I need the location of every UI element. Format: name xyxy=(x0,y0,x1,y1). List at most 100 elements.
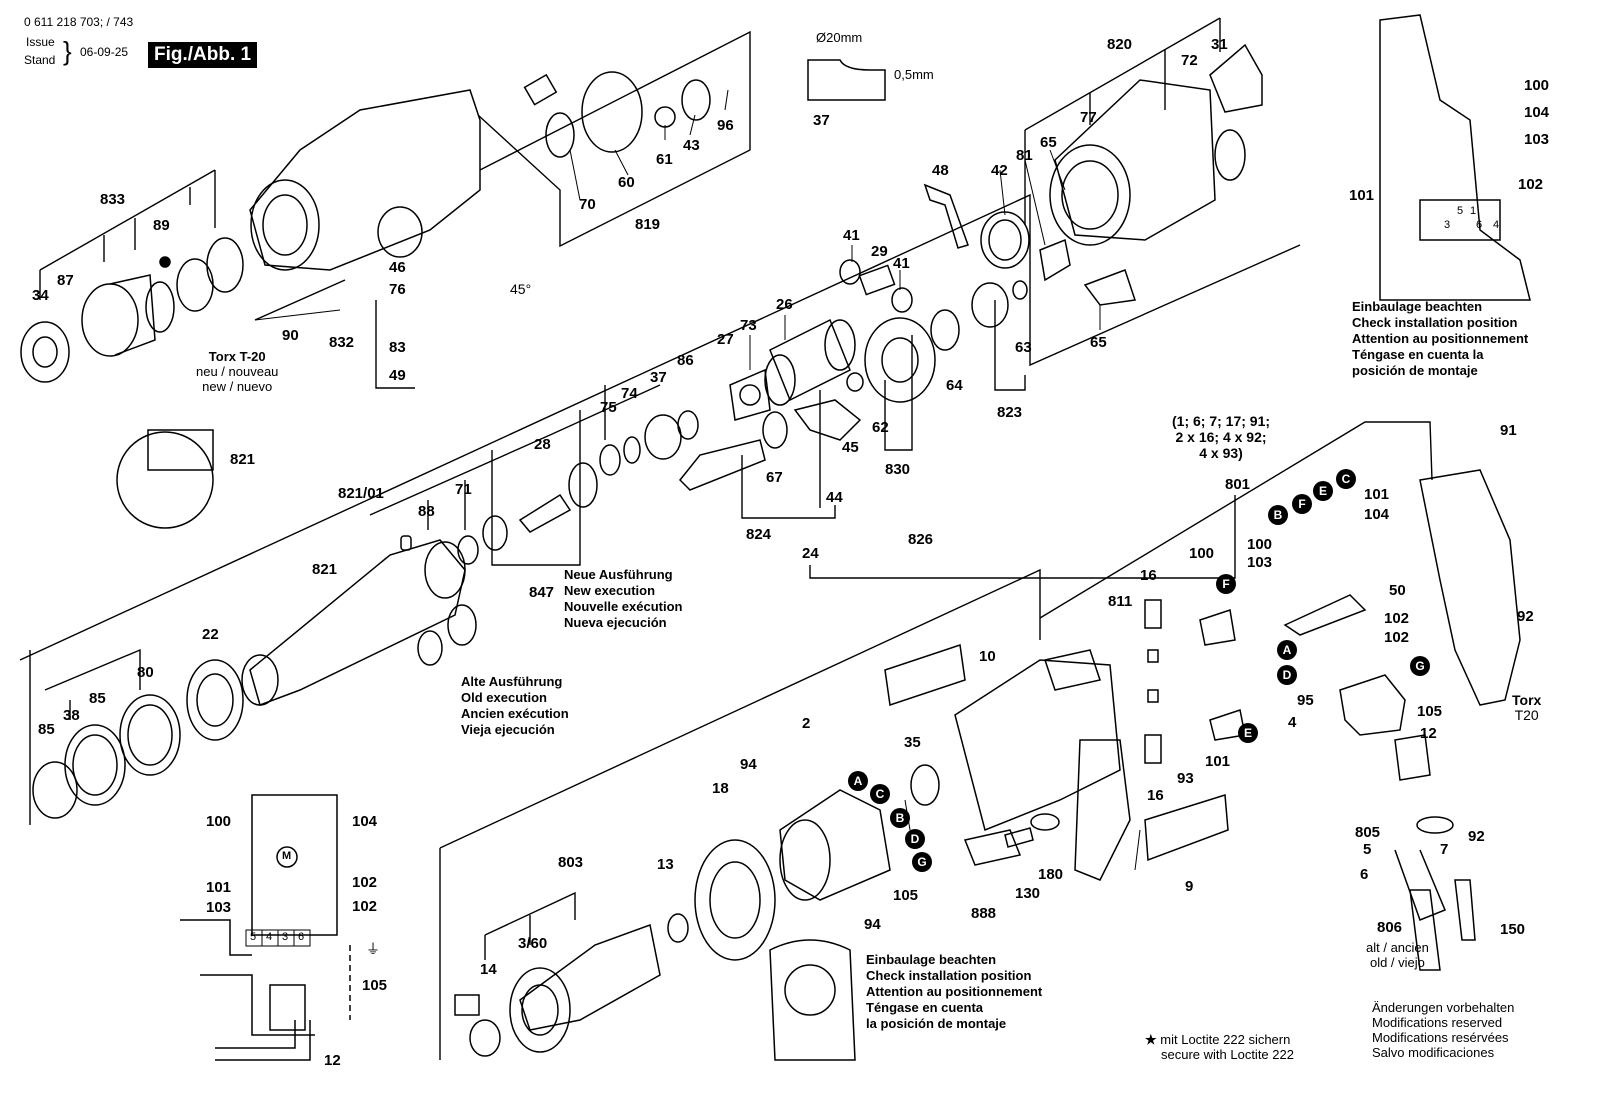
part-label-p94b: 94 xyxy=(864,916,881,933)
part-label-p27: 27 xyxy=(717,331,734,348)
part-label-p130: 130 xyxy=(1015,885,1041,902)
part-label-p96: 96 xyxy=(717,117,734,134)
dimension-diameter: Ø20mm xyxy=(816,30,863,45)
part-label-p104c: 104 xyxy=(352,813,378,830)
part-label-p833: 833 xyxy=(100,191,126,208)
part-label-p105c: 105 xyxy=(362,977,388,994)
terminal-label: 4 xyxy=(266,931,273,943)
part-label-p74: 74 xyxy=(621,385,638,402)
part-label-p826: 826 xyxy=(908,531,934,548)
note-line: Nouvelle exécution xyxy=(564,599,683,614)
inset-terminal: 6 xyxy=(1476,219,1483,231)
stand-label: Stand xyxy=(24,53,56,67)
dimension-part: 37 xyxy=(813,112,830,129)
note-line: old / viejo xyxy=(1369,955,1425,970)
figure-title: Fig./Abb. 1 xyxy=(148,42,258,68)
part-label-p805: 805 xyxy=(1355,824,1381,841)
torx-right-note: Torx T20 xyxy=(1512,693,1541,723)
part-label-p26: 26 xyxy=(776,296,793,313)
part-label-p103d: 103 xyxy=(1524,131,1550,148)
torx-note-line: neu / nouveau xyxy=(196,364,279,379)
note-line: la posición de montaje xyxy=(866,1016,1007,1031)
part-label-p46: 46 xyxy=(389,259,406,276)
part-label-p94a: 94 xyxy=(740,756,757,773)
part-label-p101b: 101 xyxy=(1205,753,1231,770)
part-label-p100c: 100 xyxy=(206,813,232,830)
loctite-note: ★ mit Loctite 222 sichern secure with Lo… xyxy=(1145,1032,1294,1062)
part-label-p50: 50 xyxy=(1389,582,1406,599)
part-label-p18: 18 xyxy=(712,780,729,797)
issue-label: Issue xyxy=(26,35,55,49)
wire-marker-mD2: D xyxy=(905,829,925,849)
part-label-p85b: 85 xyxy=(89,690,106,707)
torx-note: Torx T-20 neu / nouveau new / nuevo xyxy=(196,349,278,394)
inset-terminal: 5 xyxy=(1457,205,1464,217)
part-label-p90: 90 xyxy=(282,327,299,344)
wire-marker-mF1: F xyxy=(1292,494,1312,514)
part-label-p34: 34 xyxy=(32,287,49,304)
note-line: New execution xyxy=(564,583,656,598)
part-label-p150: 150 xyxy=(1500,921,1526,938)
part-label-p37b: 37 xyxy=(650,369,667,386)
old-execution-note: Alte Ausführung Old execution Ancien exé… xyxy=(461,674,569,738)
part-label-p83: 83 xyxy=(389,339,406,356)
part-label-p35: 35 xyxy=(904,734,921,751)
part-label-p80: 80 xyxy=(137,664,154,681)
part-label-p102d: 102 xyxy=(352,898,378,915)
part-label-p48: 48 xyxy=(932,162,949,179)
note-line: 4 x 93) xyxy=(1199,445,1243,461)
note-line: Einbaulage beachten xyxy=(866,952,997,967)
note-line: Check installation position xyxy=(1352,315,1518,330)
star-icon: ★ xyxy=(1145,1032,1161,1047)
part-label-p104a: 104 xyxy=(1364,506,1390,523)
part-label-p803: 803 xyxy=(558,854,584,871)
part-label-p103c: 103 xyxy=(206,899,232,916)
part-label-p89: 89 xyxy=(153,217,170,234)
wire-marker-mE1: E xyxy=(1313,481,1333,501)
note-line: secure with Loctite 222 xyxy=(1161,1047,1294,1062)
part-label-p92a: 92 xyxy=(1517,608,1534,625)
issue-date: 06-09-25 xyxy=(80,45,129,59)
part-label-p92b: 92 xyxy=(1468,828,1485,845)
part-label-p819: 819 xyxy=(635,216,661,233)
note-line: Old execution xyxy=(461,690,547,705)
part-label-p71: 71 xyxy=(455,481,472,498)
ground-icon: ⏚ xyxy=(366,941,380,957)
part-label-p87: 87 xyxy=(57,272,74,289)
torx-note-line: new / nuevo xyxy=(202,379,273,394)
part-label-p28: 28 xyxy=(534,436,551,453)
part-label-p102e: 102 xyxy=(1518,176,1544,193)
part-label-p45: 45 xyxy=(842,439,859,456)
note-line: Nueva ejecución xyxy=(564,615,667,630)
part-label-p22: 22 xyxy=(202,626,219,643)
part-label-p42: 42 xyxy=(991,162,1008,179)
part-label-p91: 91 xyxy=(1500,422,1517,439)
part-label-p14: 14 xyxy=(480,961,497,978)
inset-terminal: 3 xyxy=(1444,219,1451,231)
part-label-p105a: 105 xyxy=(1417,703,1443,720)
note-line: Attention au positionnement xyxy=(866,984,1043,999)
inset-terminal: 4 xyxy=(1493,219,1500,231)
part-label-p10: 10 xyxy=(979,648,996,665)
modifications-note: Änderungen vorbehalten Modifications res… xyxy=(1372,1000,1514,1060)
part-label-p13: 13 xyxy=(657,856,674,873)
part-label-p67: 67 xyxy=(766,469,783,486)
wire-marker-mA1: A xyxy=(1277,640,1297,660)
note-line: (1; 6; 7; 17; 91; xyxy=(1172,413,1271,429)
note-line: 2 x 16; 4 x 92; xyxy=(1175,429,1267,445)
part-label-p102c: 102 xyxy=(352,874,378,891)
part-label-p65b: 65 xyxy=(1090,334,1107,351)
part-label-p93: 93 xyxy=(1177,770,1194,787)
note-line: Änderungen vorbehalten xyxy=(1372,1000,1515,1015)
note-line: alt / ancien xyxy=(1366,940,1429,955)
wire-marker-mD1: D xyxy=(1277,665,1297,685)
wire-marker-mA2: A xyxy=(848,771,868,791)
torx-note-line: Torx T-20 xyxy=(208,349,266,364)
part-label-p62: 62 xyxy=(872,419,889,436)
alt-note: alt / ancien old / viejo xyxy=(1366,940,1429,970)
motor-symbol: M xyxy=(282,850,292,862)
note-line: Einbaulage beachten xyxy=(1352,299,1483,314)
part-label-p70: 70 xyxy=(579,196,596,213)
part-label-p5: 5 xyxy=(1363,841,1372,858)
